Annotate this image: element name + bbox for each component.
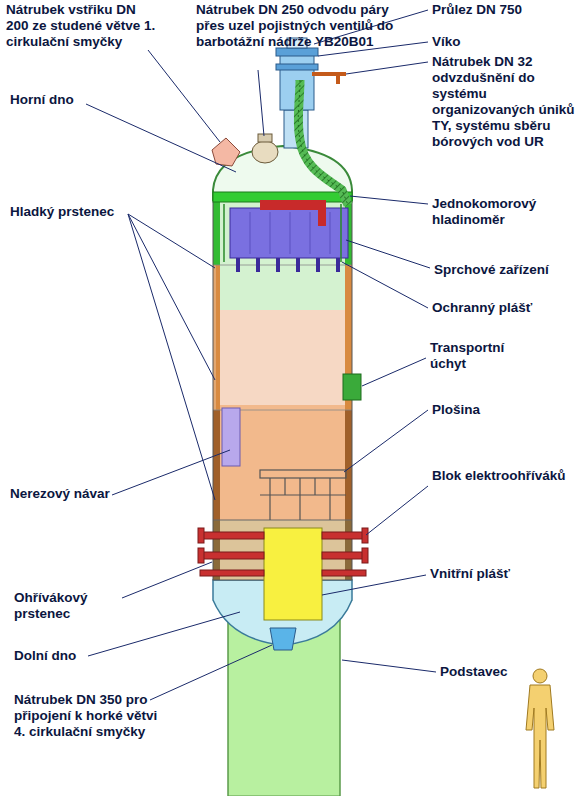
vent-nozzle — [312, 74, 346, 84]
part-label: Plošina — [432, 402, 582, 418]
part-label: Vnitřní plášť — [430, 566, 580, 582]
person-figure — [526, 669, 554, 788]
part-label: Ohřívákový prstenec — [14, 590, 124, 622]
part-label: Nátrubek vstřiku DN 200 ze studené větve… — [6, 2, 156, 50]
part-label: Víko — [432, 34, 582, 50]
part-label: Nerezový návar — [10, 486, 120, 502]
inner-shell — [264, 528, 322, 620]
transport-lug — [343, 374, 361, 400]
part-label: Transportní úchyt — [430, 340, 540, 372]
platform — [260, 470, 346, 520]
leader-lines — [86, 10, 436, 700]
heater-block — [198, 528, 368, 576]
spray-device — [230, 200, 348, 272]
level-gauge — [298, 80, 348, 205]
part-label: Nátrubek DN 32 odvzdušnění do systému or… — [432, 54, 582, 150]
vessel-shell — [213, 200, 352, 580]
part-label: Jednokomorový hladinoměr — [432, 196, 582, 228]
bottom-nozzle — [270, 628, 296, 650]
cladding — [222, 408, 240, 466]
stand — [213, 600, 352, 796]
part-label: Nátrubek DN 250 odvodu páry přes uzel po… — [196, 2, 406, 50]
protective-casing — [224, 204, 341, 262]
part-label: Podstavec — [440, 664, 530, 680]
part-label: Nátrubek DN 350 pro připojení k horké vě… — [14, 692, 164, 740]
part-label: Průlez DN 750 — [432, 2, 582, 18]
part-label: Blok elektroohříváků — [432, 468, 582, 484]
part-label: Hladký prstenec — [10, 204, 130, 220]
part-label: Dolní dno — [14, 648, 134, 664]
steam-nozzle — [252, 141, 278, 163]
part-label: Ochranný plášť — [432, 300, 582, 316]
part-label: Horní dno — [10, 92, 130, 108]
spray-nozzle — [212, 138, 240, 166]
part-label: Sprchové zařízení — [434, 262, 584, 278]
